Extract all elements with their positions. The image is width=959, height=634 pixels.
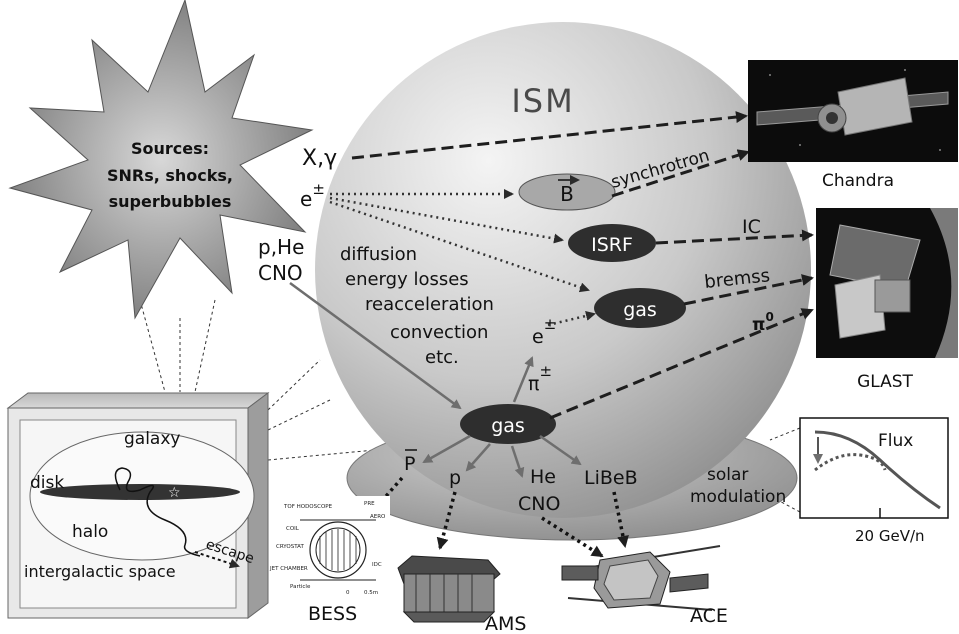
- box-top-face: [6, 392, 270, 409]
- bess-pre-label: PRE: [364, 501, 375, 507]
- intergalactic-label: intergalactic space: [24, 562, 176, 581]
- chandra-image: [748, 60, 958, 162]
- label-electron: e±: [300, 180, 325, 211]
- bess-scale0: 0: [346, 590, 350, 596]
- bess-schematic: TOF HODOSCOPE COIL CRYOSTAT JET CHAMBER …: [269, 496, 390, 600]
- disk-label: disk: [30, 473, 64, 493]
- process-reacceleration: reacceleration: [365, 294, 494, 315]
- sources-starburst: Sources: SNRs, shocks, superbubbles: [8, 0, 314, 320]
- flux-curve-unmodulated: [814, 430, 941, 510]
- isrf-node: [568, 224, 656, 262]
- galactic-disk: [40, 484, 240, 500]
- label-x-gamma: X,γ: [302, 146, 337, 171]
- label-antiproton: P: [404, 453, 415, 475]
- ace-label: ACE: [690, 605, 728, 627]
- starburst-shape: [8, 0, 314, 320]
- grey-paths: [289, 281, 582, 478]
- process-etc: etc.: [425, 347, 459, 368]
- process-energy-losses: energy losses: [345, 269, 469, 290]
- label-secondary-electron: e±: [532, 315, 556, 348]
- particle-track: [114, 467, 201, 557]
- label-libeb: LiBeB: [584, 467, 638, 489]
- bess-aero-label: AERO: [370, 514, 386, 520]
- sun-star-icon: ☆: [168, 485, 181, 501]
- solar-line2: modulation: [690, 487, 786, 507]
- ace-image: [561, 545, 721, 611]
- sources-line3: superbubbles: [109, 192, 232, 211]
- flux-title: Flux: [878, 431, 913, 451]
- process-diffusion: diffusion: [340, 244, 417, 265]
- galaxy-box: ☆ galaxy disk halo escape intergalactic …: [6, 392, 270, 619]
- label-p-he: p,He: [258, 235, 304, 259]
- process-convection: convection: [390, 322, 488, 343]
- label-pi0: π0: [752, 310, 774, 335]
- sources-title: Sources:: [131, 139, 209, 158]
- bess-idc-label: IDC: [372, 562, 382, 568]
- glast-image: [816, 208, 958, 358]
- ams-label: AMS: [485, 613, 526, 634]
- label-he: He: [530, 466, 556, 488]
- bess-cryostat-label: CRYOSTAT: [276, 544, 304, 550]
- label-cno: CNO: [258, 261, 303, 285]
- bess-particle-label: Particle: [290, 584, 311, 590]
- flux-xlabel: 20 GeV/n: [855, 527, 925, 545]
- flux-plot: Flux 20 GeV/n: [799, 417, 949, 545]
- process-list: diffusion energy losses reacceleration c…: [340, 244, 494, 368]
- gas-lower-label: gas: [491, 415, 525, 437]
- isrf-label: ISRF: [591, 234, 633, 256]
- emission-paths: [351, 111, 814, 420]
- ams-image: [397, 555, 501, 623]
- bess-jet-label: JET CHAMBER: [269, 566, 308, 572]
- label-pion: π±: [528, 362, 552, 395]
- galaxy-label: galaxy: [124, 429, 180, 449]
- b-field-node: [518, 173, 616, 211]
- bess-coil-label: COIL: [286, 526, 300, 532]
- gas-upper-label: gas: [623, 299, 657, 321]
- bess-scale1: 0.5m: [364, 590, 378, 596]
- solar-line1: solar: [707, 465, 748, 485]
- flux-curve-modulated: [814, 453, 887, 472]
- escape-arrow: [194, 551, 240, 569]
- b-field-label: B: [560, 182, 574, 206]
- ism-title: ISM: [511, 82, 574, 120]
- bess-label: BESS: [308, 603, 357, 625]
- gas-upper-node: [594, 288, 686, 328]
- glast-label: GLAST: [857, 372, 913, 392]
- label-cno-product: CNO: [518, 493, 560, 515]
- halo-label: halo: [72, 522, 108, 542]
- gas-lower-node: [460, 404, 556, 444]
- bess-tof-label: TOF HODOSCOPE: [283, 504, 333, 510]
- guide-lines: [139, 299, 801, 513]
- chandra-label: Chandra: [822, 171, 894, 191]
- sources-line2: SNRs, shocks,: [107, 166, 233, 185]
- electron-paths: [329, 189, 596, 327]
- label-proton: p: [449, 467, 461, 489]
- label-ic: IC: [742, 216, 761, 238]
